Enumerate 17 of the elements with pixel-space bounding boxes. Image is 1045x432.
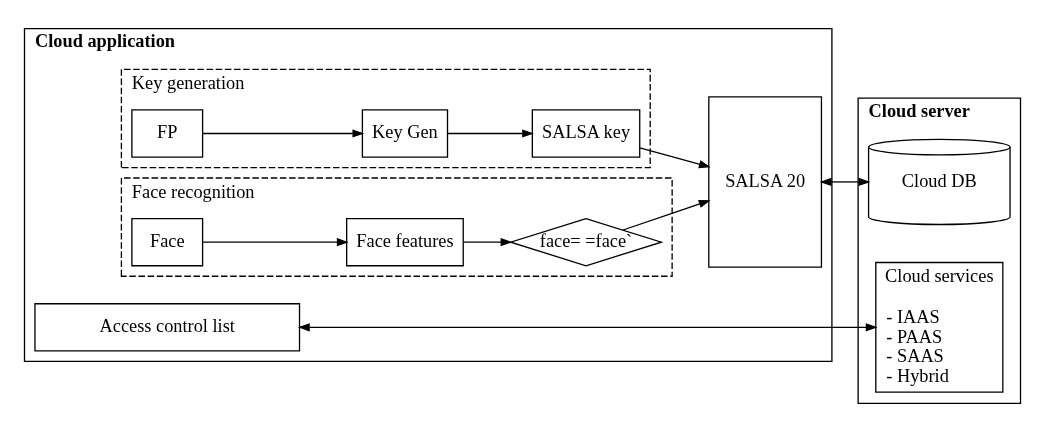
arrow: [202, 129, 365, 138]
arrow: [622, 200, 711, 231]
arrow: [447, 129, 534, 138]
node-box: FP: [131, 109, 204, 158]
arrow: [463, 238, 513, 247]
node-box: Face: [131, 217, 204, 267]
node-box: Access control list: [34, 303, 301, 352]
node-box: Key Gen: [361, 109, 449, 158]
node-diamond: face= =face`: [508, 217, 664, 267]
arrow: [819, 177, 871, 187]
node-box: SALSA key: [531, 109, 641, 158]
arrow: [202, 238, 349, 247]
arrow: [639, 147, 711, 169]
node-box: Face features: [346, 217, 464, 267]
arrow: [297, 323, 878, 332]
node-box: SALSA 20: [708, 96, 823, 268]
node-box: Cloud services - IAAS - PAAS - SAAS - Hybrid: [875, 261, 1004, 393]
